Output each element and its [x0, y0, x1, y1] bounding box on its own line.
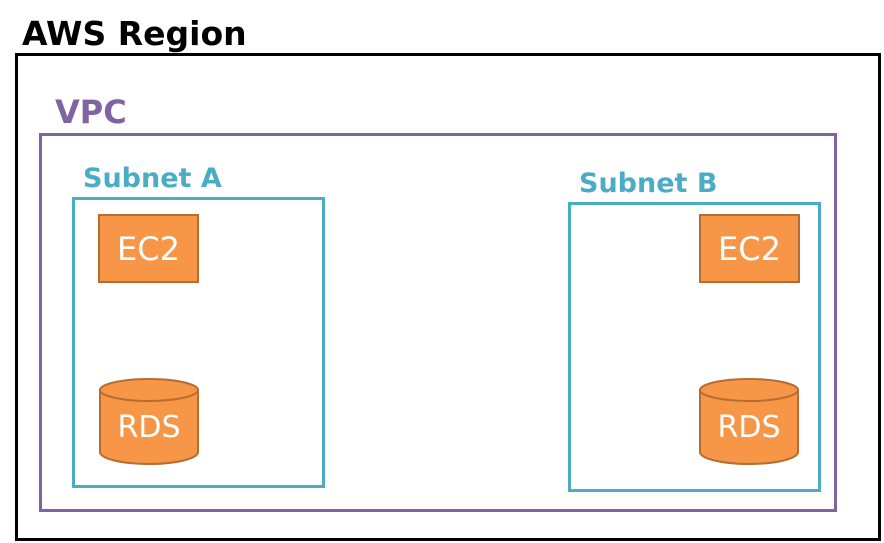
subnet-b-container [568, 202, 821, 492]
subnet-a-title: Subnet A [83, 163, 222, 194]
subnet-b-title: Subnet B [579, 168, 718, 199]
rds-database-icon: RDS [98, 377, 200, 467]
ec2-label: EC2 [718, 229, 781, 268]
vpc-container [39, 133, 837, 512]
rds-label: RDS [117, 410, 181, 445]
subnet-a-container [72, 197, 325, 488]
ec2-instance-icon: EC2 [98, 214, 199, 283]
ec2-label: EC2 [117, 229, 180, 268]
rds-cylinder-shape [99, 378, 199, 465]
rds-cylinder-shape [699, 378, 799, 465]
rds-label: RDS [717, 410, 781, 445]
vpc-title: VPC [55, 93, 127, 131]
aws-region-container [15, 53, 881, 541]
rds-database-icon: RDS [698, 377, 800, 467]
region-title: AWS Region [22, 14, 247, 53]
ec2-instance-icon: EC2 [699, 214, 800, 283]
